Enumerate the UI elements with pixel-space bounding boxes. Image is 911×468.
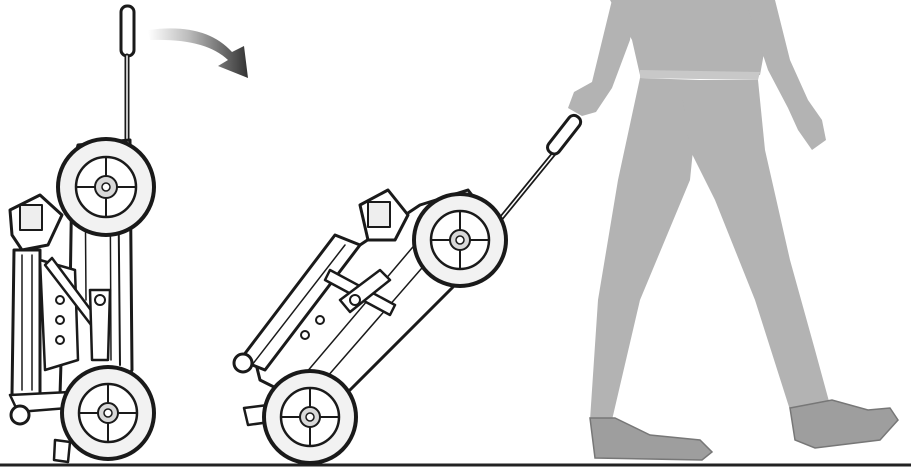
tilt-direction-arrow [148,28,248,78]
person-leg-back [590,78,700,425]
folded-scooter-upright [10,6,154,462]
folded-scooter-tilted [234,113,583,463]
lower-wheel [62,367,154,459]
handle-grip [121,6,134,56]
upper-wheel [58,139,154,235]
upper-wheel [414,194,506,286]
person-shoe-back [590,418,712,460]
handle-grip [545,113,583,156]
person-pulling-scooter [568,0,898,460]
person-arm-back [568,0,635,116]
lower-wheel [264,371,356,463]
small-caster-wheel [234,354,252,372]
small-caster-wheel [11,406,29,424]
person-shoe-front [790,400,898,448]
person-torso [610,0,770,75]
